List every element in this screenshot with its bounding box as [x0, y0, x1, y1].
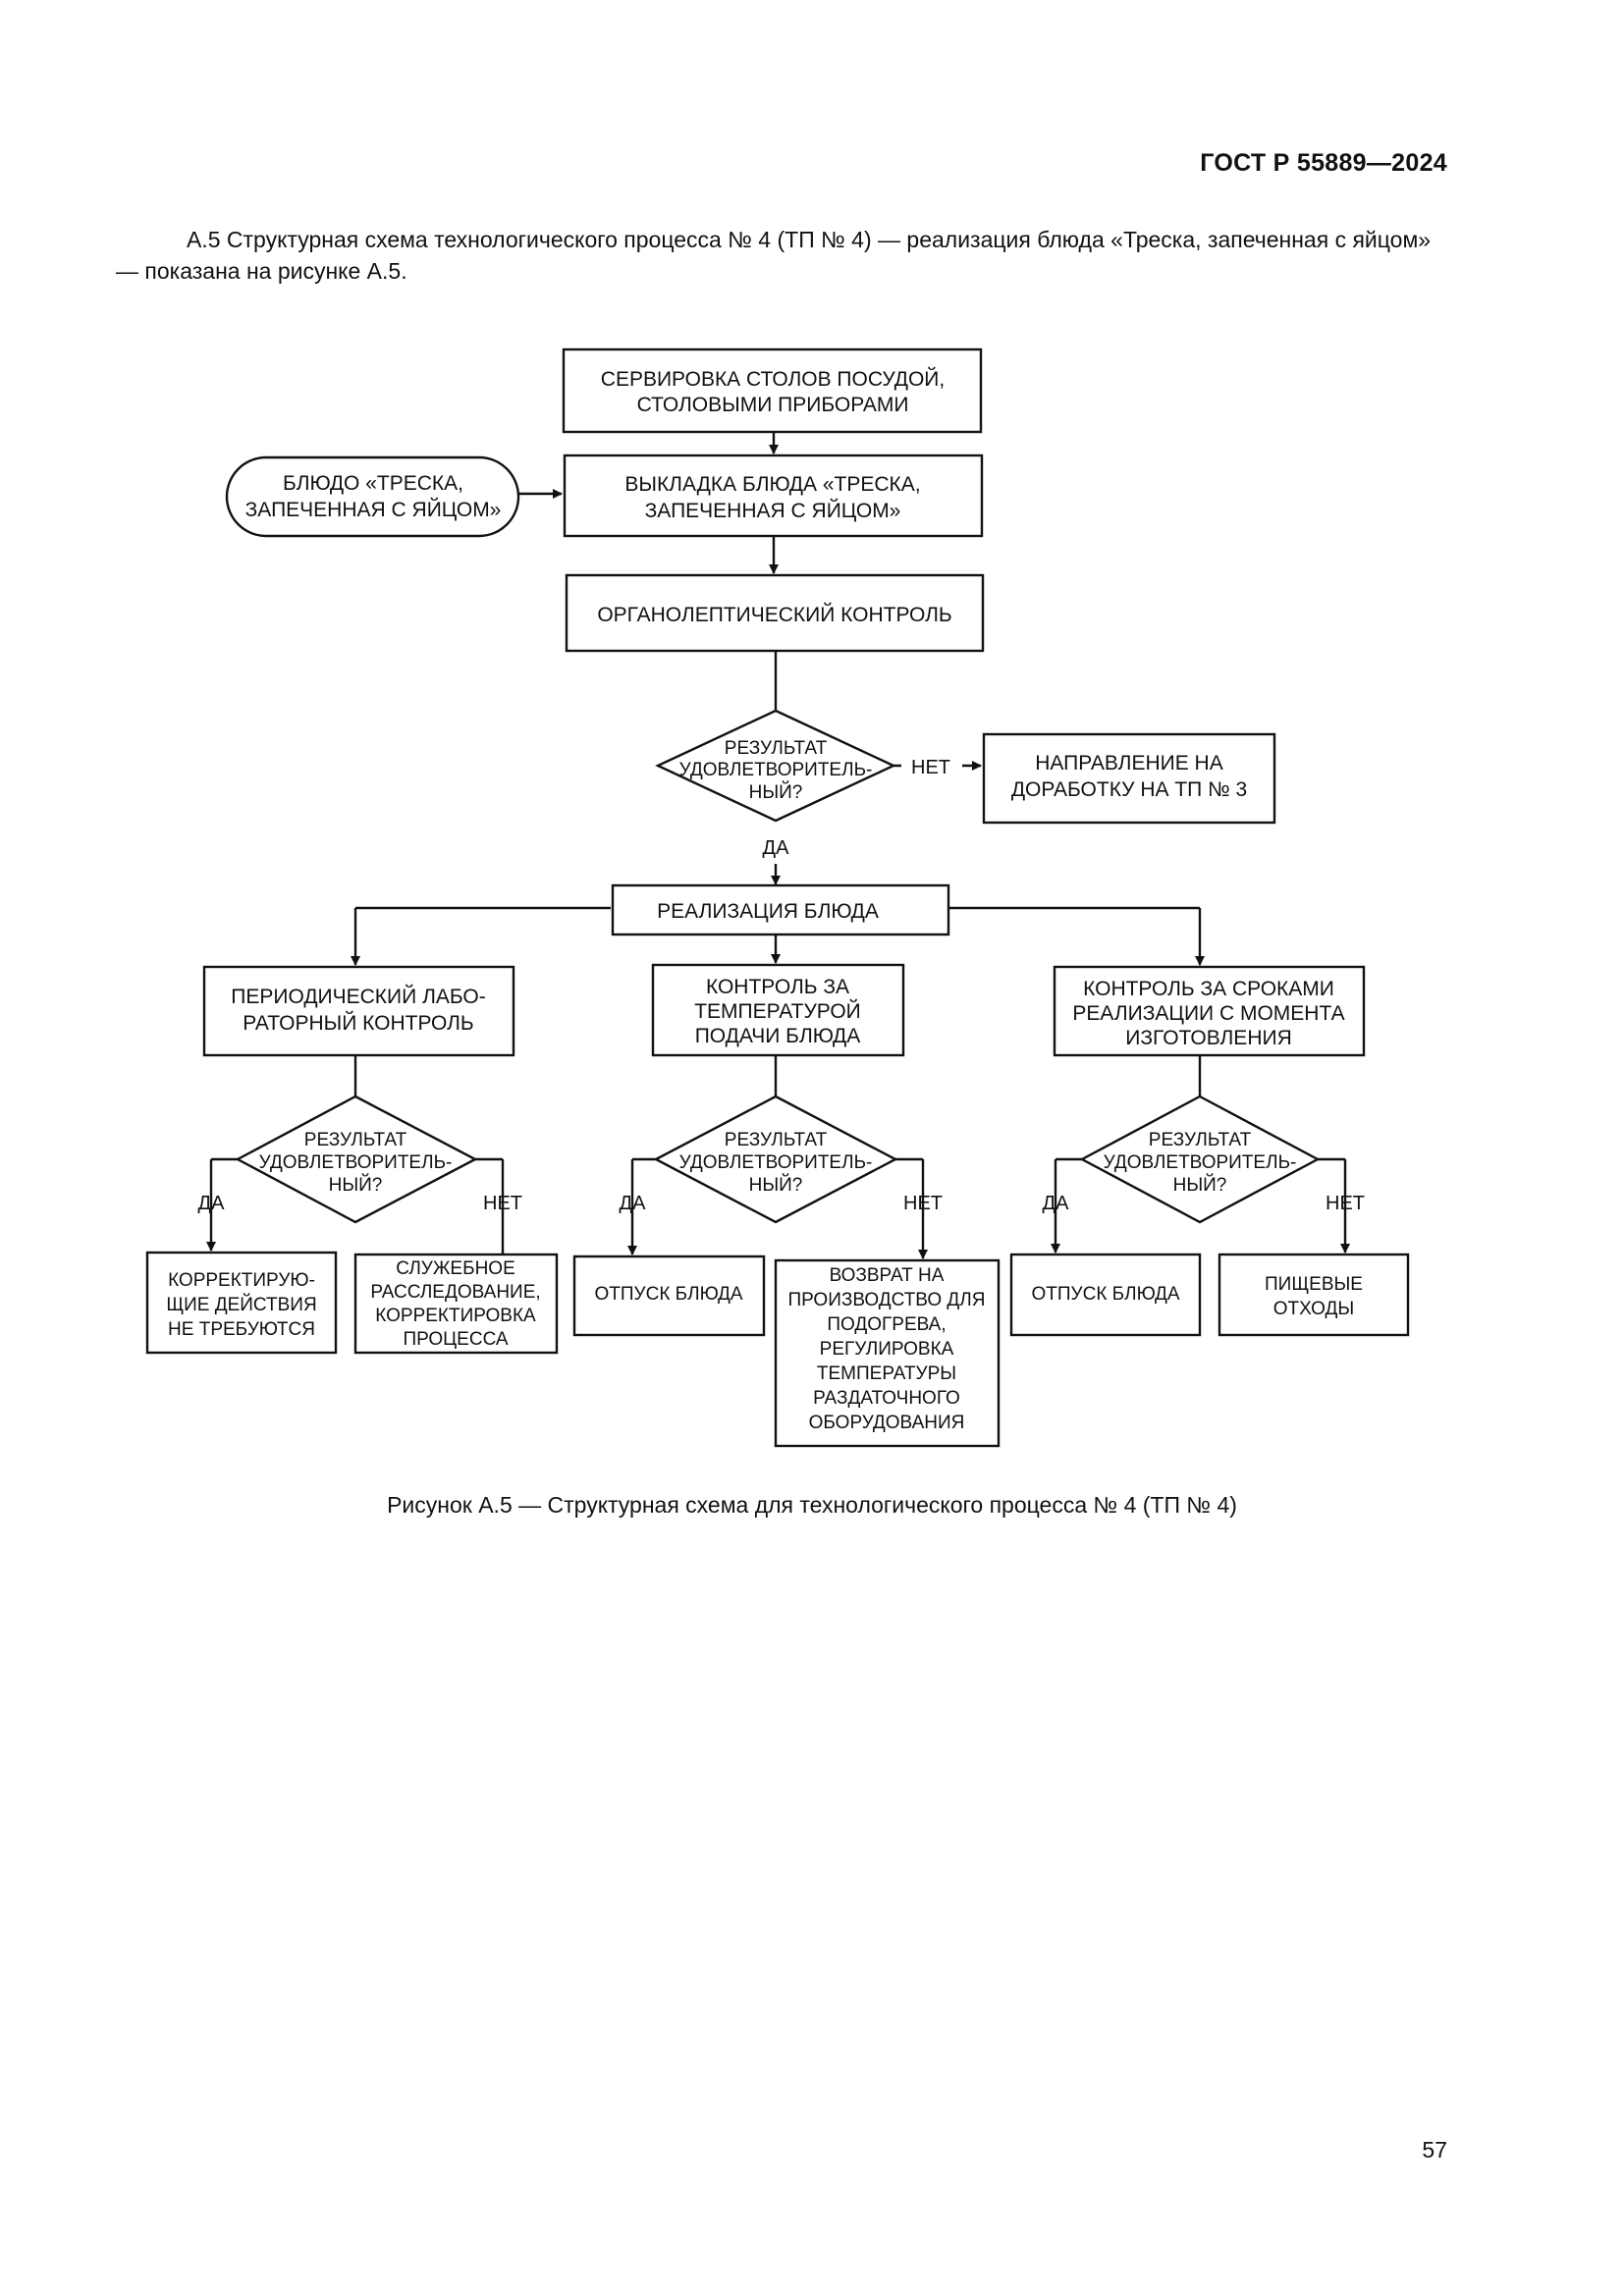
plating-line-1: ВЫКЛАДКА БЛЮДА «ТРЕСКА,	[624, 473, 920, 496]
decision-main-yes-label: ДА	[763, 837, 790, 859]
intro-paragraph: А.5 Структурная схема технологического п…	[116, 227, 1432, 284]
time-control-box: КОНТРОЛЬ ЗА СРОКАМИ РЕАЛИЗАЦИИ С МОМЕНТА…	[1053, 965, 1366, 1057]
waste-line-2: ОТХОДЫ	[1273, 1299, 1354, 1319]
decision-right-line-3: НЫЙ?	[1173, 1174, 1227, 1196]
decision-left-line-1: РЕЗУЛЬТАТ	[304, 1130, 407, 1150]
decision-left-line-2: УДОВЛЕТВОРИТЕЛЬ-	[259, 1152, 453, 1173]
decision-right-line-1: РЕЗУЛЬТАТ	[1149, 1130, 1252, 1150]
temperature-control-line-1: КОНТРОЛЬ ЗА	[706, 976, 849, 998]
return-line-3: ПОДОГРЕВА,	[827, 1314, 946, 1335]
investigation-line-3: КОРРЕКТИРОВКА	[375, 1306, 536, 1326]
decision-left-no-label: НЕТ	[483, 1193, 522, 1214]
return-box: ВОЗВРАТ НА ПРОИЗВОДСТВО ДЛЯ ПОДОГРЕВА, Р…	[774, 1258, 1001, 1448]
serving-line-2: СТОЛОВЫМИ ПРИБОРАМИ	[637, 394, 909, 416]
figure-caption: Рисунок А.5 — Структурная схема для техн…	[387, 1492, 1237, 1518]
decision-middle-no-label: НЕТ	[903, 1193, 943, 1214]
organoleptic-box: ОРГАНОЛЕПТИЧЕСКИЙ КОНТРОЛЬ	[565, 573, 985, 653]
no-correction-line-1: КОРРЕКТИРУЮ-	[168, 1270, 315, 1291]
decision-right-line-2: УДОВЛЕТВОРИТЕЛЬ-	[1104, 1152, 1297, 1173]
realization-box: РЕАЛИЗАЦИЯ БЛЮДА	[611, 883, 950, 936]
temperature-control-box: КОНТРОЛЬ ЗА ТЕМПЕРАТУРОЙ ПОДАЧИ БЛЮДА	[651, 963, 905, 1057]
serving-box: СЕРВИРОВКА СТОЛОВ ПОСУДОЙ, СТОЛОВЫМИ ПРИ…	[562, 347, 983, 434]
waste-line-1: ПИЩЕВЫЕ	[1265, 1274, 1363, 1295]
time-control-line-3: ИЗГОТОВЛЕНИЯ	[1125, 1027, 1292, 1049]
temperature-control-line-3: ПОДАЧИ БЛЮДА	[695, 1025, 861, 1047]
decision-main-line-3: НЫЙ?	[749, 781, 803, 803]
decision-left-yes-label: ДА	[198, 1193, 226, 1214]
plating-line-2: ЗАПЕЧЕННАЯ С ЯЙЦОМ»	[645, 499, 901, 522]
lab-control-line-1: ПЕРИОДИЧЕСКИЙ ЛАБО-	[231, 985, 485, 1008]
time-control-line-2: РЕАЛИЗАЦИИ С МОМЕНТА	[1072, 1002, 1344, 1025]
no-correction-line-2: ЩИЕ ДЕЙСТВИЯ	[166, 1294, 316, 1315]
decision-main-line-2: УДОВЛЕТВОРИТЕЛЬ-	[679, 760, 873, 780]
lab-control-line-2: РАТОРНЫЙ КОНТРОЛЬ	[243, 1011, 473, 1035]
lab-control-box: ПЕРИОДИЧЕСКИЙ ЛАБО- РАТОРНЫЙ КОНТРОЛЬ	[202, 965, 515, 1057]
decision-main-line-1: РЕЗУЛЬТАТ	[725, 738, 828, 759]
dish-input-line-1: БЛЮДО «ТРЕСКА,	[283, 472, 463, 495]
decision-middle-line-1: РЕЗУЛЬТАТ	[725, 1130, 828, 1150]
return-line-5: ТЕМПЕРАТУРЫ	[817, 1363, 956, 1384]
decision-middle-yes-label: ДА	[620, 1193, 647, 1214]
investigation-line-4: ПРОЦЕССА	[403, 1329, 508, 1350]
dish-input-terminal: БЛЮДО «ТРЕСКА, ЗАПЕЧЕННАЯ С ЯЙЦОМ»	[225, 455, 520, 538]
dish-input-line-2: ЗАПЕЧЕННАЯ С ЯЙЦОМ»	[245, 498, 502, 521]
release-box-right: ОТПУСК БЛЮДА	[1009, 1253, 1202, 1337]
time-control-line-1: КОНТРОЛЬ ЗА СРОКАМИ	[1083, 978, 1334, 1000]
return-line-7: ОБОРУДОВАНИЯ	[809, 1413, 965, 1433]
return-line-4: РЕГУЛИРОВКА	[820, 1339, 954, 1360]
decision-diamond-right: РЕЗУЛЬТАТ УДОВЛЕТВОРИТЕЛЬ- НЫЙ?	[1079, 1095, 1321, 1224]
decision-right-no-label: НЕТ	[1326, 1193, 1365, 1214]
decision-middle-line-3: НЫЙ?	[749, 1174, 803, 1196]
release-middle-label: ОТПУСК БЛЮДА	[594, 1284, 742, 1305]
decision-diamond-left: РЕЗУЛЬТАТ УДОВЛЕТВОРИТЕЛЬ- НЫЙ?	[235, 1095, 478, 1224]
rework-box: НАПРАВЛЕНИЕ НА ДОРАБОТКУ НА ТП № 3	[982, 732, 1276, 825]
flowchart: СЕРВИРОВКА СТОЛОВ ПОСУДОЙ, СТОЛОВЫМИ ПРИ…	[145, 347, 1410, 1448]
investigation-line-2: РАССЛЕДОВАНИЕ,	[370, 1282, 540, 1303]
rework-line-2: ДОРАБОТКУ НА ТП № 3	[1011, 778, 1247, 801]
plating-box: ВЫКЛАДКА БЛЮДА «ТРЕСКА, ЗАПЕЧЕННАЯ С ЯЙЦ…	[563, 454, 984, 538]
waste-box: ПИЩЕВЫЕ ОТХОДЫ	[1218, 1253, 1410, 1337]
decision-diamond-main: РЕЗУЛЬТАТ УДОВЛЕТВОРИТЕЛЬ- НЫЙ?	[655, 709, 896, 823]
realization-label: РЕАЛИЗАЦИЯ БЛЮДА	[657, 900, 879, 923]
organoleptic-label: ОРГАНОЛЕПТИЧЕСКИЙ КОНТРОЛЬ	[597, 603, 951, 626]
decision-left-line-3: НЫЙ?	[329, 1174, 383, 1196]
no-correction-line-3: НЕ ТРЕБУЮТСЯ	[168, 1319, 315, 1340]
document-standard-number: ГОСТ Р 55889—2024	[1200, 149, 1447, 177]
return-line-1: ВОЗВРАТ НА	[830, 1265, 945, 1286]
return-line-2: ПРОИЗВОДСТВО ДЛЯ	[788, 1290, 986, 1310]
release-right-label: ОТПУСК БЛЮДА	[1031, 1284, 1179, 1305]
investigation-box: СЛУЖЕБНОЕ РАССЛЕДОВАНИЕ, КОРРЕКТИРОВКА П…	[353, 1253, 559, 1355]
no-correction-box: КОРРЕКТИРУЮ- ЩИЕ ДЕЙСТВИЯ НЕ ТРЕБУЮТСЯ	[145, 1251, 338, 1355]
temperature-control-line-2: ТЕМПЕРАТУРОЙ	[694, 999, 861, 1023]
serving-line-1: СЕРВИРОВКА СТОЛОВ ПОСУДОЙ,	[601, 367, 945, 391]
decision-right-yes-label: ДА	[1043, 1193, 1070, 1214]
decision-main-no-label: НЕТ	[911, 757, 950, 778]
rework-line-1: НАПРАВЛЕНИЕ НА	[1035, 752, 1222, 774]
decision-middle-line-2: УДОВЛЕТВОРИТЕЛЬ-	[679, 1152, 873, 1173]
decision-diamond-middle: РЕЗУЛЬТАТ УДОВЛЕТВОРИТЕЛЬ- НЫЙ?	[653, 1095, 898, 1224]
investigation-line-1: СЛУЖЕБНОЕ	[396, 1258, 515, 1279]
page-number: 57	[1422, 2137, 1447, 2163]
return-line-6: РАЗДАТОЧНОГО	[813, 1388, 960, 1409]
release-box-middle: ОТПУСК БЛЮДА	[572, 1255, 766, 1337]
